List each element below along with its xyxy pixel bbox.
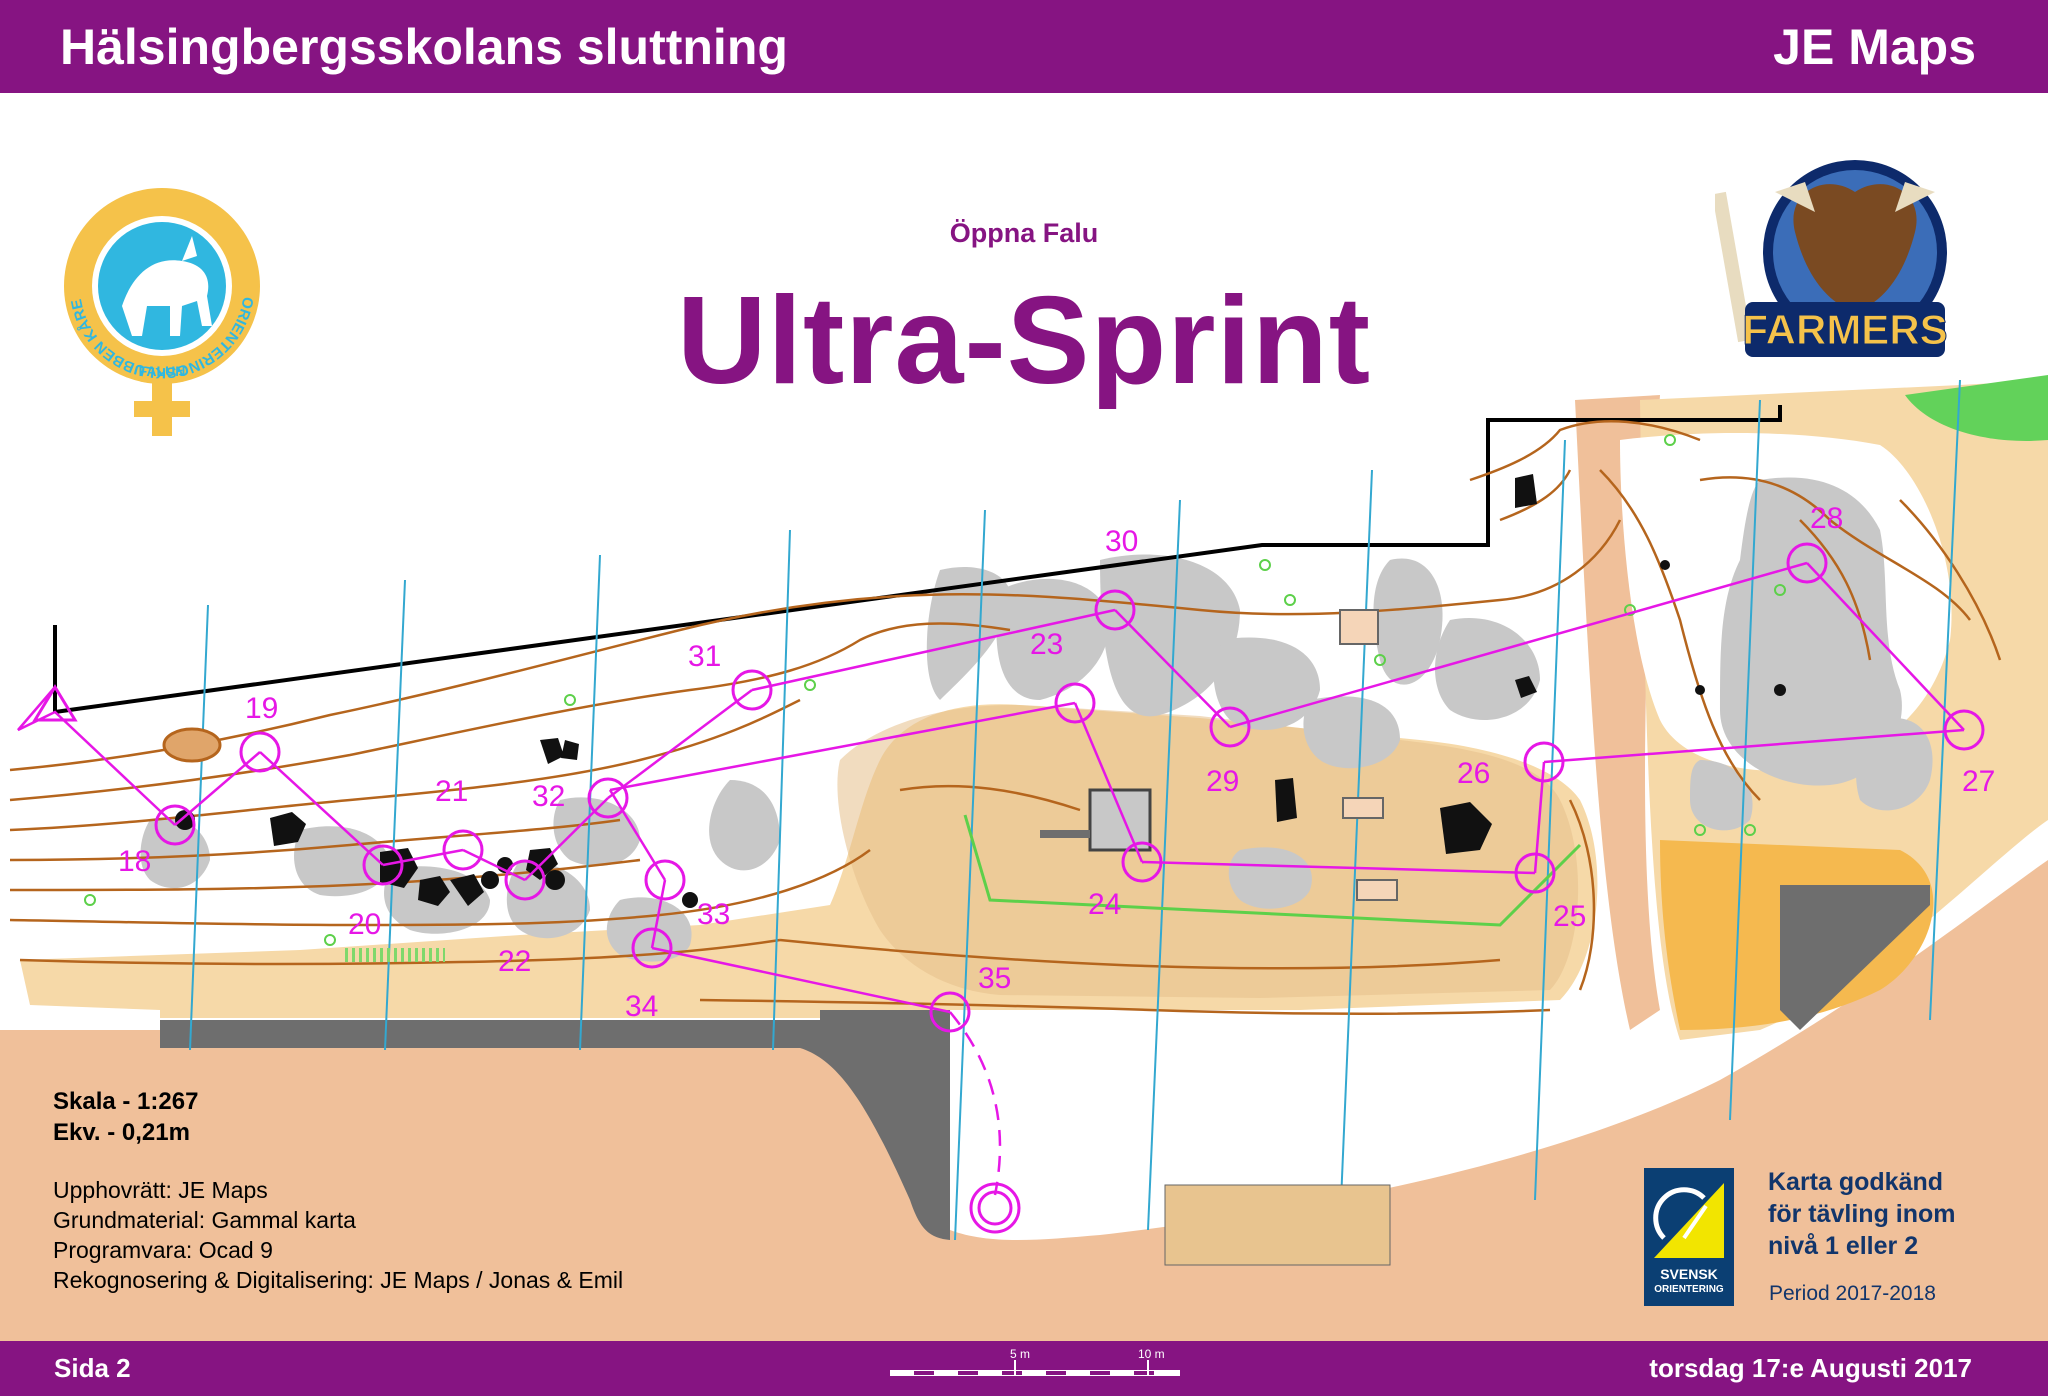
control-label-24: 24 [1088,888,1122,921]
club-city-text: FALUN [139,363,186,379]
control-label-35: 35 [978,962,1012,995]
buildings [1040,609,1930,1266]
control-28 [1786,542,1828,584]
scale-text: Skala - 1:267 [53,1088,199,1115]
fence-line [54,405,1782,714]
course-legs [17,561,1965,1196]
approval-line-2: för tävling inom [1768,1200,1956,1228]
footer-bar: Sida 2 torsdag 17:e Augusti 2017 [0,1341,2048,1396]
vegetation-marks [84,434,1786,946]
control-18 [154,804,196,846]
credit-base-material: Grundmaterial: Gammal karta [53,1207,356,1233]
control-31 [731,669,773,711]
control-label-23: 23 [1030,628,1064,661]
control-25 [1514,852,1556,894]
team-logo-text: FARMERS [1742,306,1947,353]
club-logo: ORIENTERINGSKLUBBEN KÅRE FALUN [64,188,260,436]
control-35 [929,991,971,1033]
control-label-30: 30 [1105,525,1139,558]
control-34 [631,927,673,969]
header-bar: Hälsingbergsskolans sluttning JE Maps [0,0,2048,93]
orienteering-map [0,375,2048,1341]
control-circles [154,542,1985,1234]
event-name: Öppna Falu [949,218,1099,248]
green-path [963,814,1582,927]
finish-outer [969,1182,1021,1234]
control-27 [1943,709,1985,751]
credits: Upphovrätt: JE Maps Grundmaterial: Gamma… [53,1175,623,1295]
control-label-19: 19 [245,692,279,725]
course-title: Ultra-Sprint [677,272,1371,410]
control-33 [644,859,686,901]
boulders [175,474,1786,908]
control-26 [1523,741,1565,783]
approval-text: Karta godkänd för tävling inom nivå 1 el… [1768,1166,1956,1262]
control-label-26: 26 [1457,757,1491,790]
paved-area [0,860,2048,1341]
approval-line-1: Karta godkänd [1768,1168,1944,1196]
control-30 [1094,589,1136,631]
so-label-line1: SVENSK [1660,1266,1718,1282]
so-emblem-icon [1653,1183,1724,1258]
control-29 [1209,706,1251,748]
credit-copyright: Upphovrätt: JE Maps [53,1177,268,1203]
approval-line-3: nivå 1 eller 2 [1768,1232,1919,1260]
approval-period: Period 2017-2018 [1769,1282,1936,1305]
rough-open [837,704,1579,998]
control-label-21: 21 [435,775,469,808]
building-strip [160,1010,950,1240]
equidistance-text: Ekv. - 0,21m [53,1119,190,1146]
map-title: Hälsingbergsskolans sluttning [60,19,788,75]
control-32 [587,777,629,819]
page-number: Sida 2 [54,1353,131,1383]
control-label-27: 27 [1962,765,1996,798]
control-24 [1121,841,1163,883]
control-label-18: 18 [118,845,152,878]
control-23 [1054,682,1096,724]
so-label-line2: ORIENTERING [1654,1284,1724,1295]
control-label-34: 34 [625,990,659,1023]
event-date: torsdag 17:e Augusti 2017 [1649,1353,1972,1383]
control-label-33: 33 [697,898,731,931]
map-maker: JE Maps [1773,19,1976,75]
control-label-32: 32 [532,780,566,813]
control-21 [442,829,484,871]
finish-inner [977,1190,1013,1226]
control-label-25: 25 [1553,900,1587,933]
scale-bar-5m: 5 m [1010,1348,1030,1361]
scale-bar-10m: 10 m [1138,1348,1165,1361]
scale-info: Skala - 1:267 Ekv. - 0,21m [53,1086,198,1148]
start-triangle [32,684,78,722]
credit-software: Programvara: Ocad 9 [53,1237,273,1263]
credit-survey: Rekognosering & Digitalisering: JE Maps … [53,1267,624,1293]
control-20 [362,844,404,886]
team-logo: FARMERS [1715,160,1948,357]
control-label-29: 29 [1206,765,1240,798]
control-label-20: 20 [348,908,382,941]
contour-lines [9,420,2002,1015]
control-19 [239,731,281,773]
control-label-31: 31 [688,640,722,673]
control-22 [504,859,546,901]
svensk-orientering-logo: SVENSK ORIENTERING [1644,1168,1734,1306]
green-patch [1905,375,2048,441]
control-label-28: 28 [1810,502,1844,535]
control-label-22: 22 [498,945,532,978]
scale-bar: 5 m 10 m [890,1348,1180,1376]
